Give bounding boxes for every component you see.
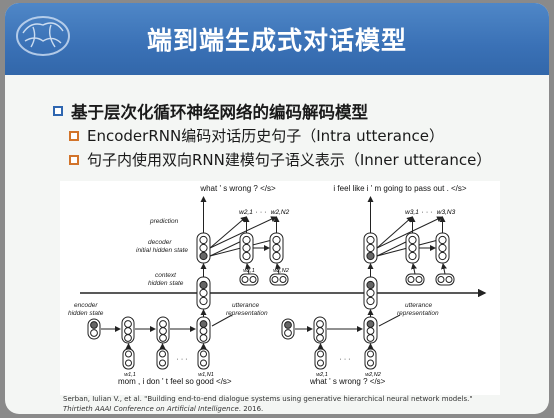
label-encoder-2: hidden state bbox=[68, 310, 104, 317]
label-decoder-2: initial hidden state bbox=[136, 247, 188, 254]
token-w1n: w1,N1 bbox=[198, 372, 214, 378]
title-bar: 端到端生成式对话模型 bbox=[5, 3, 549, 75]
right-context-column: w3,1 · · · w3,N3 bbox=[363, 196, 456, 310]
token-w2n-in: w2,N2 bbox=[273, 268, 289, 274]
bullet-sub-1-text: EncoderRNN编码对话历史句子（Intra utterance） bbox=[87, 127, 444, 145]
token-w31-pred: w3,1 bbox=[405, 209, 419, 216]
label-encoder: encoder bbox=[74, 302, 98, 309]
token-w2n-pred: w2,N2 bbox=[271, 209, 290, 216]
token-w21-pred: w2,1 bbox=[239, 209, 253, 216]
token-w21-enc: w2,1 bbox=[316, 372, 328, 378]
top-right-sentence: i feel like i ' m going to pass out . </… bbox=[333, 184, 466, 193]
label-utterance-2: representation bbox=[226, 310, 268, 317]
citation-venue: Thirtieth AAAI Conference on Artificial … bbox=[63, 405, 239, 413]
citation-authors-title: Serban, Iulian V., et al. "Building end-… bbox=[63, 395, 473, 403]
right-encoder: w2,1 · · · w2,N2 bbox=[281, 309, 401, 378]
token-w21-in: w2,1 bbox=[243, 268, 255, 274]
label-context: context bbox=[155, 272, 177, 279]
left-encoder: w1,1 · · · w1,N1 bbox=[87, 309, 233, 378]
bullet-sub-1: EncoderRNN编码对话历史句子（Intra utterance） bbox=[69, 125, 444, 146]
label-utterance-right-2: representation bbox=[397, 310, 439, 317]
token-dots: · · · bbox=[177, 356, 188, 363]
token-dots: · · · bbox=[340, 356, 351, 363]
token-w2n-enc: w2,N2 bbox=[365, 372, 381, 378]
top-left-sentence: what ' s wrong ? </s> bbox=[199, 184, 276, 193]
bullet-sub-2-text: 句子内使用双向RNN建模句子语义表示（Inner utterance） bbox=[87, 151, 492, 169]
bullet-main-text: 基于层次化循环神经网络的编码解码模型 bbox=[71, 103, 368, 122]
token-dots: · · · bbox=[422, 209, 433, 216]
slide-title: 端到端生成式对话模型 bbox=[146, 26, 407, 55]
label-prediction: prediction bbox=[149, 218, 179, 225]
brain-logo-icon bbox=[16, 16, 70, 56]
bottom-right-sentence: what ' s wrong ? </s> bbox=[309, 377, 386, 386]
bullet-sub-2: 句子内使用双向RNN建模句子语义表示（Inner utterance） bbox=[69, 149, 491, 170]
square-bullet-icon bbox=[69, 154, 79, 165]
citation-year: . 2016. bbox=[238, 405, 264, 413]
bullet-main: 基于层次化循环神经网络的编码解码模型 bbox=[53, 99, 368, 123]
token-dots: · · · bbox=[256, 209, 267, 216]
token-w3n-pred: w3,N3 bbox=[437, 209, 456, 216]
bottom-left-sentence: mom , i don ' t feel so good </s> bbox=[118, 377, 232, 386]
slide: 端到端生成式对话模型 基于层次化循环神经网络的编码解码模型 EncoderRNN… bbox=[5, 3, 549, 414]
token-w11: w1,1 bbox=[124, 372, 136, 378]
hred-diagram: what ' s wrong ? </s> i feel like i ' m … bbox=[60, 181, 500, 395]
square-bullet-icon bbox=[53, 106, 63, 116]
square-bullet-icon bbox=[69, 130, 79, 141]
citation: Serban, Iulian V., et al. "Building end-… bbox=[63, 394, 503, 414]
label-utterance-right: utterance bbox=[405, 302, 432, 309]
label-utterance: utterance bbox=[232, 302, 259, 309]
label-decoder: decoder bbox=[148, 239, 172, 246]
left-context-column: w2,1 · · · w2,N2 w2,1 w2,N2 bbox=[196, 196, 290, 310]
label-context-2: hidden state bbox=[148, 280, 184, 287]
